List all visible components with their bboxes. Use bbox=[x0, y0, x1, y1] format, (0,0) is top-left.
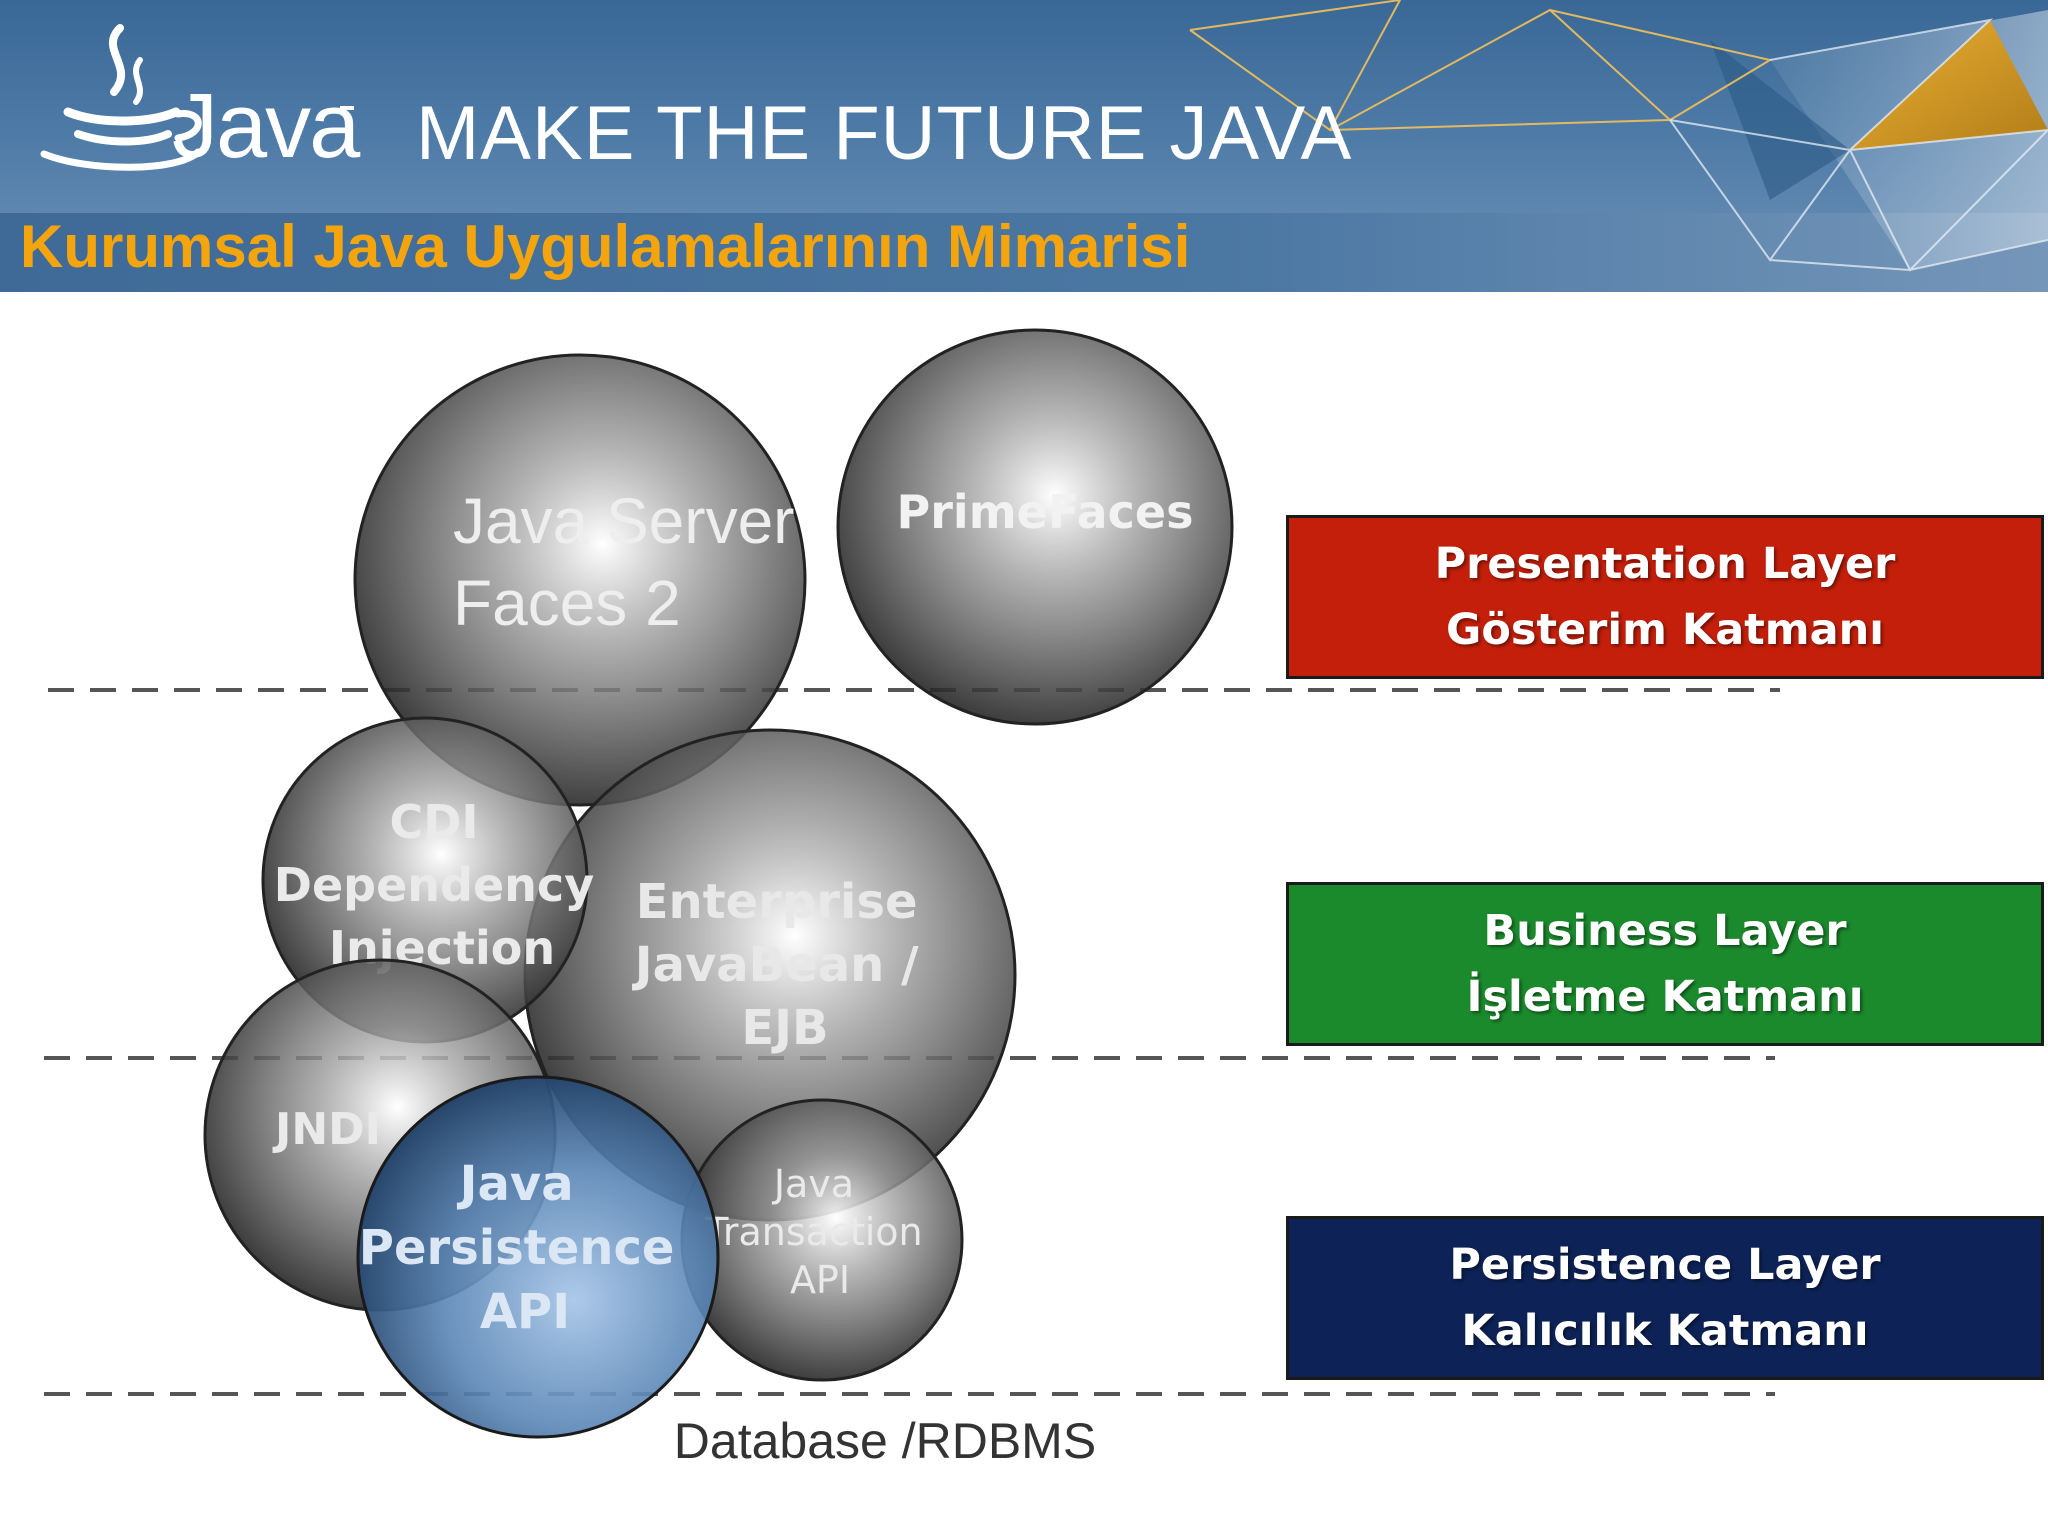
header-banner: Java MAKE THE FUTURE JAVA Kurumsal Java … bbox=[0, 0, 2048, 292]
database-label: Database /RDBMS bbox=[674, 1413, 1096, 1469]
sphere-jpa: Java Persistence API bbox=[356, 1075, 720, 1439]
layer-title: Presentation Layer bbox=[1434, 539, 1896, 589]
sphere-label-line: Dependency bbox=[274, 858, 594, 912]
layer-title: Business Layer bbox=[1483, 906, 1847, 956]
persistence-layer-box: Persistence Layer Kalıcılık Katmanı bbox=[1286, 1216, 2044, 1380]
svg-text:Java Server Faces 2: Java Server Faces 2 bbox=[453, 485, 812, 639]
sphere-label-line: EJB bbox=[741, 1000, 828, 1056]
page-title: Kurumsal Java Uygulamalarının Mimarisi bbox=[20, 213, 1191, 280]
title-strip bbox=[0, 213, 2048, 292]
architecture-diagram: Java Server Faces 2 PrimeFaces Enterpris… bbox=[44, 328, 1780, 1469]
tagline: MAKE THE FUTURE JAVA bbox=[416, 91, 1353, 176]
business-layer-box: Business Layer İşletme Katmanı bbox=[1286, 882, 2044, 1046]
layer-title: Persistence Layer bbox=[1449, 1240, 1881, 1290]
sphere-label-line: CDI bbox=[389, 795, 478, 849]
svg-text:Enterprise JavaBean /: Enterprise JavaBean / EJB bbox=[632, 874, 936, 1056]
sphere-label-line: Persistence bbox=[359, 1220, 675, 1276]
sphere-label-line: Java bbox=[457, 1156, 574, 1212]
layer-subtitle: Kalıcılık Katmanı bbox=[1461, 1306, 1869, 1356]
sphere-label-line: Transaction bbox=[704, 1210, 922, 1254]
sphere-label-line: JNDI bbox=[272, 1104, 381, 1155]
java-logo-icon bbox=[40, 24, 202, 171]
sphere-primefaces: PrimeFaces bbox=[836, 328, 1234, 726]
trademark-mark bbox=[340, 106, 354, 110]
presentation-layer-box: Presentation Layer Gösterim Katmanı bbox=[1286, 515, 2044, 679]
layer-subtitle: Gösterim Katmanı bbox=[1446, 605, 1884, 655]
sphere-ejb: Enterprise JavaBean / EJB bbox=[523, 728, 1017, 1222]
geometric-decoration bbox=[1189, 0, 2048, 272]
sphere-label-line: Java bbox=[772, 1162, 854, 1206]
sphere-label-line: Enterprise bbox=[636, 874, 918, 930]
layer-subtitle: İşletme Katmanı bbox=[1466, 972, 1864, 1022]
sphere-label-line: Java Server bbox=[453, 485, 794, 557]
svg-text:Java Transaction: Java Transaction API bbox=[704, 1162, 934, 1302]
sphere-jsf: Java Server Faces 2 bbox=[353, 353, 812, 807]
sphere-label-line: PrimeFaces bbox=[897, 485, 1194, 539]
svg-text:CDI Dependency: CDI Dependency Injection bbox=[274, 795, 610, 975]
sphere-label-line: API bbox=[480, 1284, 570, 1340]
sphere-label-line: JavaBean / bbox=[632, 937, 919, 993]
sphere-cdi: CDI Dependency Injection bbox=[261, 716, 610, 1044]
sphere-jta: Java Transaction API bbox=[680, 1098, 964, 1382]
java-wordmark: Java bbox=[172, 75, 360, 177]
sphere-label-line: Faces 2 bbox=[453, 567, 681, 639]
svg-text:PrimeFaces: PrimeFaces bbox=[897, 485, 1194, 539]
sphere-label-line: API bbox=[790, 1258, 850, 1302]
svg-text:JNDI: JNDI bbox=[272, 1104, 381, 1155]
svg-text:Java Persistence: Java Persistence API bbox=[359, 1156, 691, 1340]
